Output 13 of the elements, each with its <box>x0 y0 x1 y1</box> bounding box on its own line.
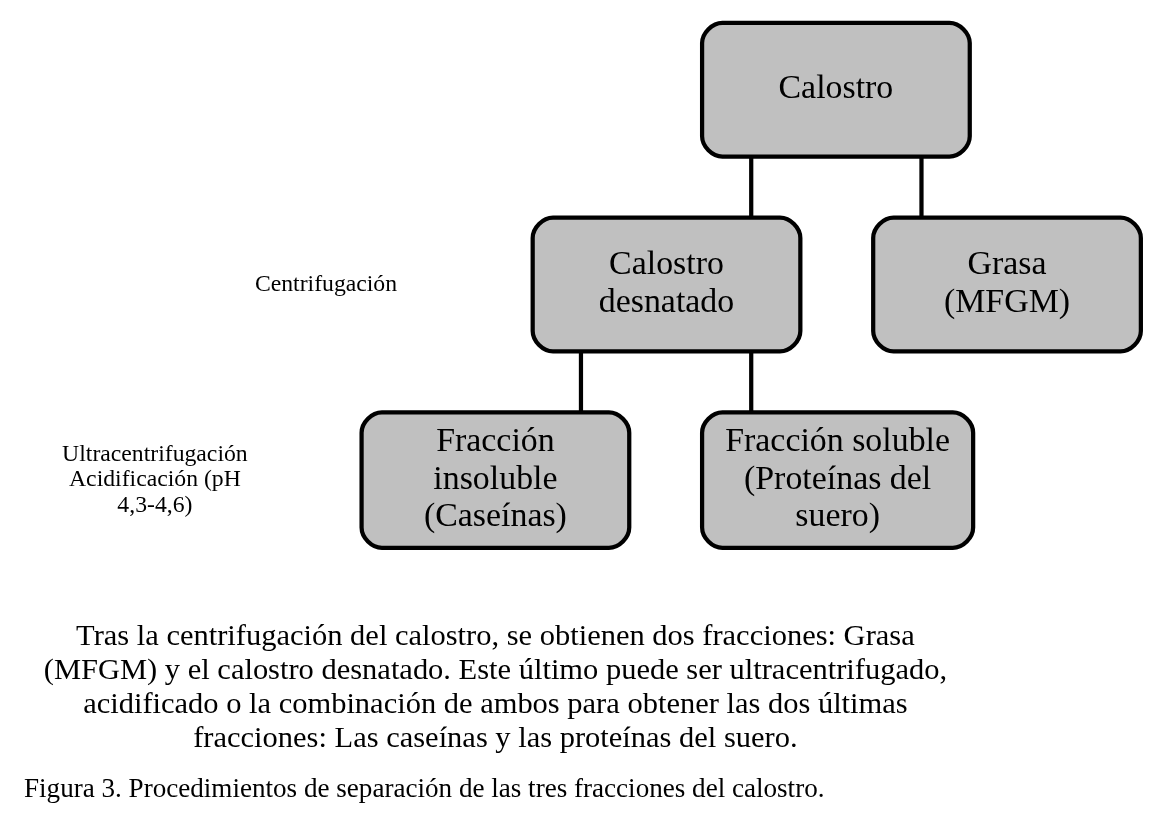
label: Centrifugación <box>254 269 398 296</box>
node-box: Fracción soluble (Proteínas del suero) <box>699 409 976 550</box>
label: Tras la centrifugación del calostro, se obtienen dos fracciones: Grasa (MFGM) y el calostro desnatado. Este último puede ser ultracentrifugado, acidificado o la combinación de ambos para obtener las dos últimas fracciones: Las caseínas y las proteínas del suero. <box>43 617 948 754</box>
node-box: Calostro desnatado <box>530 215 803 354</box>
caption: Figura 3. Procedimientos de separación de las tres fracciones del calostro. <box>24 772 825 803</box>
node-box: Fracción insoluble (Caseínas) <box>359 409 632 550</box>
label: Ultracentrifugación Acidificación (pH 4,3-4,6) <box>62 439 248 517</box>
connector <box>749 351 754 412</box>
connector <box>919 156 924 217</box>
connector <box>578 351 584 412</box>
node-box: Calostro <box>699 20 972 159</box>
node-box: Grasa (MFGM) <box>871 215 1143 354</box>
connector <box>749 156 754 217</box>
